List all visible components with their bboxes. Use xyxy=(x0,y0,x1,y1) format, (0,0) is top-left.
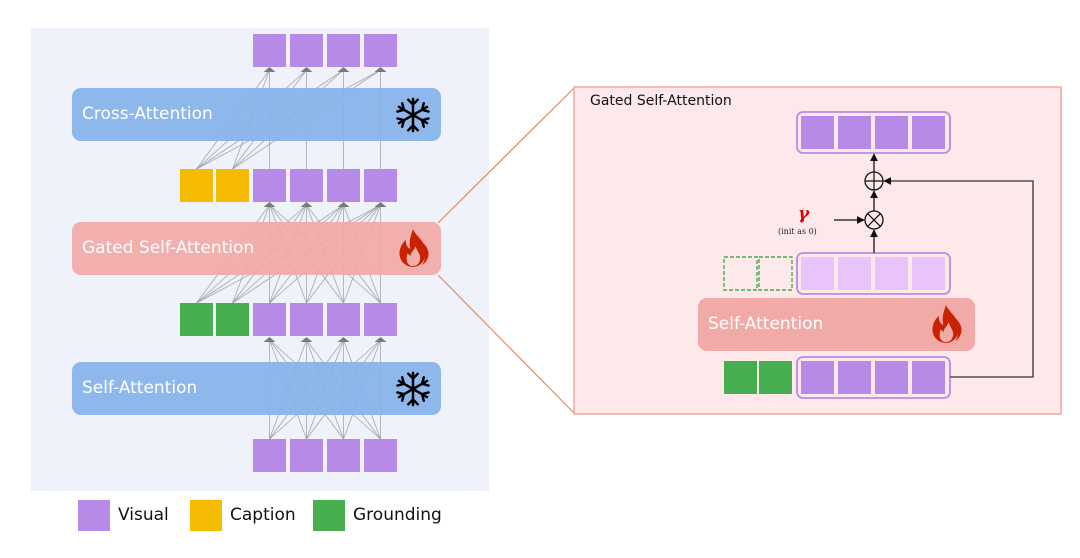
arrowhead-icon xyxy=(374,337,387,342)
arrowhead-icon xyxy=(263,337,276,342)
legend-swatch-visual xyxy=(78,500,110,531)
zoom-line-bottom xyxy=(437,274,575,414)
visual-token xyxy=(364,303,397,336)
visual-token xyxy=(364,439,397,472)
visual-token xyxy=(327,34,360,67)
attended-visual-token xyxy=(875,257,908,290)
input-visual-token xyxy=(801,361,834,394)
grounding-token xyxy=(216,303,249,336)
caption-token xyxy=(216,169,249,202)
arrowhead-icon xyxy=(337,202,350,207)
legend-label-visual: Visual xyxy=(118,505,169,525)
multiply-icon-stroke xyxy=(867,213,881,227)
visual-token xyxy=(290,439,323,472)
dropped-grounding-token xyxy=(723,256,758,291)
visual-token xyxy=(290,169,323,202)
grounding-token xyxy=(180,303,213,336)
arrowhead-icon xyxy=(337,337,350,342)
visual-token xyxy=(327,439,360,472)
cross-attention-block xyxy=(72,88,441,141)
input-visual-token xyxy=(838,361,871,394)
dropped-grounding-token xyxy=(758,256,793,291)
visual-token xyxy=(290,34,323,67)
output-visual-token xyxy=(912,116,945,149)
visual-token xyxy=(364,34,397,67)
input-visual-token xyxy=(875,361,908,394)
self-attention-block xyxy=(72,362,441,415)
visual-token xyxy=(253,169,286,202)
cross-attention-label: Cross-Attention xyxy=(82,104,213,124)
detail-panel-title: Gated Self-Attention xyxy=(590,93,732,109)
visual-token xyxy=(364,169,397,202)
caption-token xyxy=(180,169,213,202)
grounding-token xyxy=(724,361,757,394)
arrowhead-icon xyxy=(263,67,276,72)
grounding-token xyxy=(759,361,792,394)
output-visual-token xyxy=(875,116,908,149)
arrowhead-icon xyxy=(374,202,387,207)
detail-self-attention-label: Self-Attention xyxy=(708,314,824,334)
legend-label-caption: Caption xyxy=(230,505,296,525)
legend-swatch-grounding xyxy=(313,500,345,531)
arrowhead-icon xyxy=(337,67,350,72)
arrowhead-icon xyxy=(263,202,276,207)
residual-connection xyxy=(883,177,1034,378)
attended-visual-token xyxy=(838,257,871,290)
visual-token xyxy=(327,303,360,336)
gamma-init-note: (init as 0) xyxy=(778,227,817,236)
attended-visual-token xyxy=(912,257,945,290)
gamma-symbol: γ xyxy=(798,204,810,224)
visual-token xyxy=(327,169,360,202)
output-visual-token xyxy=(838,116,871,149)
self-attention-label: Self-Attention xyxy=(82,378,198,398)
arrowhead-icon xyxy=(300,202,313,207)
arrowhead-icon xyxy=(374,67,387,72)
arrowhead-icon xyxy=(300,67,313,72)
output-visual-token xyxy=(801,116,834,149)
gated-self-attention-label: Gated Self-Attention xyxy=(82,238,255,258)
input-visual-token xyxy=(912,361,945,394)
output-visual-container xyxy=(796,111,951,154)
legend xyxy=(78,500,345,531)
visual-token xyxy=(253,303,286,336)
detail-self-attention-block xyxy=(698,298,975,351)
visual-token xyxy=(253,439,286,472)
zoom-line-top xyxy=(437,87,575,224)
legend-label-grounding: Grounding xyxy=(353,505,442,525)
legend-swatch-caption xyxy=(190,500,222,531)
visual-token xyxy=(253,34,286,67)
visual-token xyxy=(290,303,323,336)
attended-visual-token xyxy=(801,257,834,290)
gated-self-attention-block xyxy=(72,222,441,275)
arrowhead-icon xyxy=(300,337,313,342)
